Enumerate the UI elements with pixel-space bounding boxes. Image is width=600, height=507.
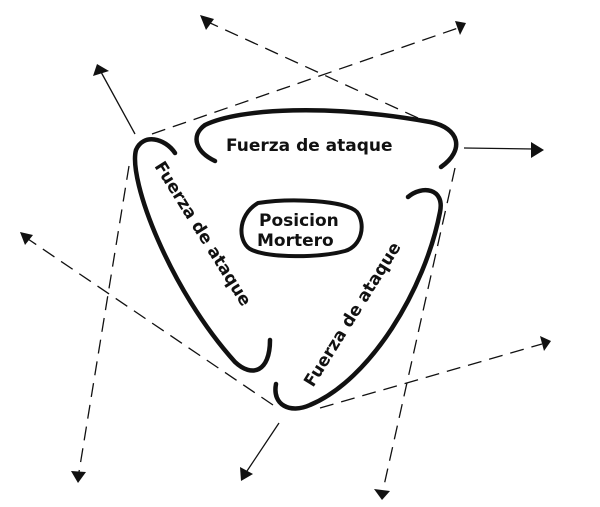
mortar-oval-shape <box>239 198 364 259</box>
arrow-a4-line <box>463 147 535 150</box>
arrow-a5-line <box>382 167 456 491</box>
arc-right-shape <box>273 187 443 411</box>
arc-left-shape <box>132 137 273 373</box>
arrow-a4-head-icon <box>531 142 544 158</box>
attack-force-top: Fuerza de ataque <box>194 108 459 170</box>
arrow-a8-head-icon <box>20 232 33 245</box>
arrow-a2-head-icon <box>200 15 214 30</box>
arc-top-shape <box>194 108 459 170</box>
arrow-a3-line <box>151 27 459 135</box>
attack-force-left: Fuerza de ataque <box>132 137 273 373</box>
arrow-a1-head-icon <box>93 64 109 76</box>
mortar-position: Posicion Mortero <box>239 198 364 259</box>
arrow-a6-line <box>319 343 543 409</box>
arrow-a2-line <box>207 21 419 119</box>
movement-arrows <box>20 15 551 500</box>
arrow-a9-line <box>78 165 130 473</box>
arrow-a7-head-icon <box>240 467 253 481</box>
arrow-a5-head-icon <box>374 489 390 500</box>
label-right: Fuerza de ataque <box>300 239 405 391</box>
arrow-a7-line <box>246 422 280 472</box>
arrow-a6-head-icon <box>540 336 551 351</box>
mortar-label-line1: Posicion <box>259 211 339 231</box>
arrow-a1-line <box>100 71 136 135</box>
label-left: Fuerza de ataque <box>150 158 255 310</box>
mortar-label-line2: Mortero <box>257 231 334 251</box>
label-top: Fuerza de ataque <box>226 136 393 156</box>
arrow-a9-head-icon <box>71 471 86 483</box>
arrow-a8-line <box>27 238 274 406</box>
arrow-a3-head-icon <box>455 21 466 35</box>
